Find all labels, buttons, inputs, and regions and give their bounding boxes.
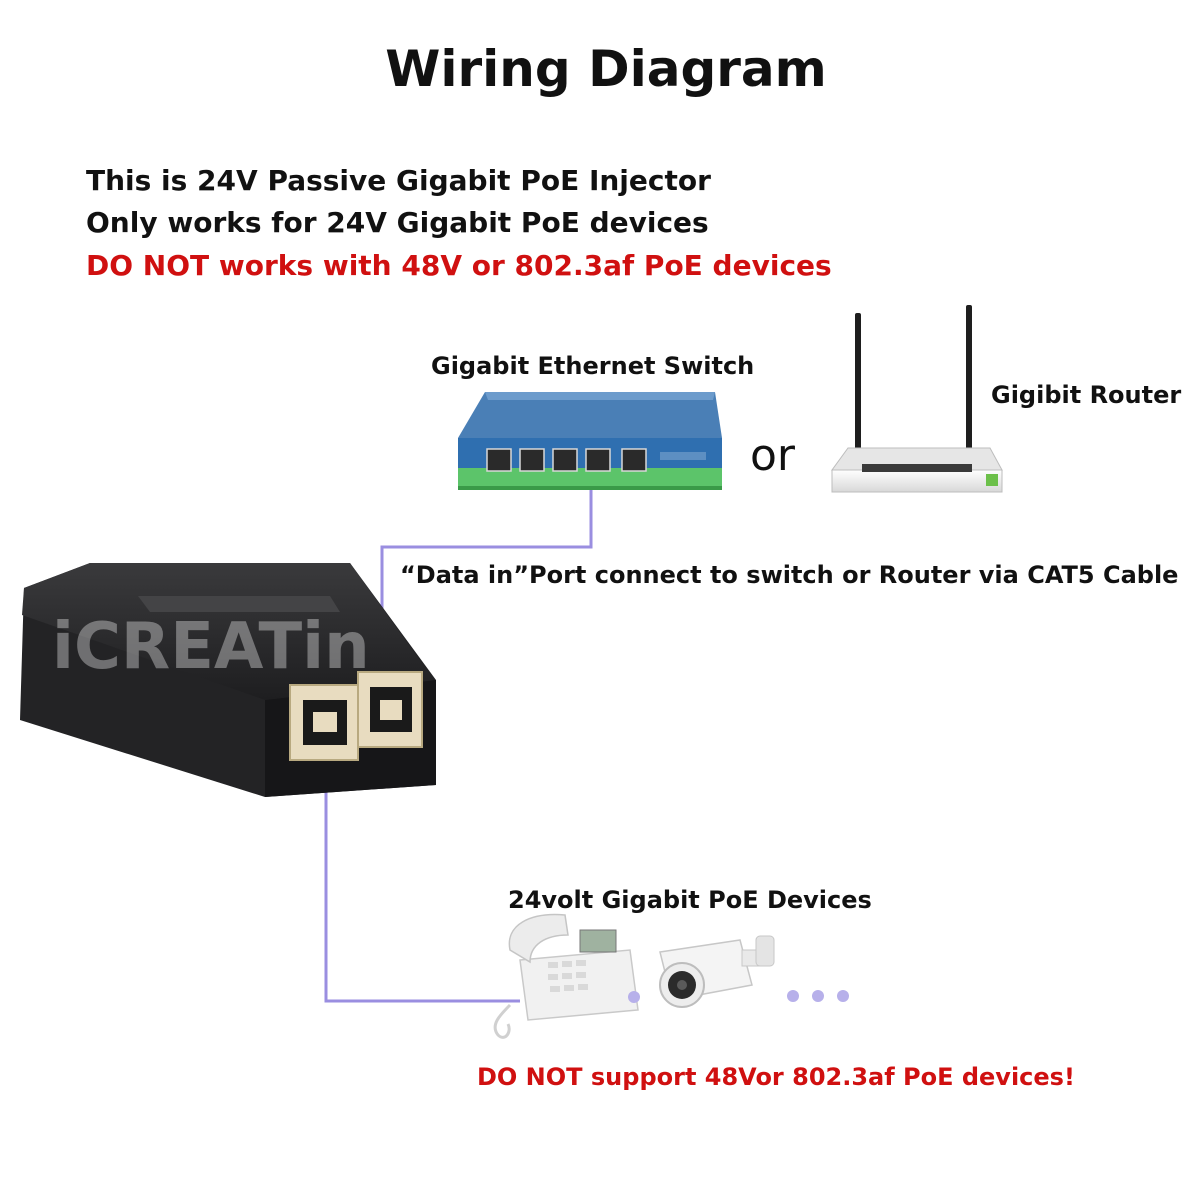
ellipsis-dot-2 <box>812 990 824 1002</box>
camera-icon <box>659 935 775 1008</box>
phone-icon <box>493 913 639 1039</box>
injector-watermark: iCREATin <box>52 610 370 684</box>
ethernet-switch-icon <box>458 392 722 490</box>
footer-warning: DO NOT support 48Vor 802.3af PoE devices… <box>477 1063 1075 1091</box>
page-title: Wiring Diagram <box>385 40 827 98</box>
ellipsis-dot-3 <box>837 990 849 1002</box>
poe-injector-icon <box>20 563 436 797</box>
data-in-note: “Data in”Port connect to switch or Route… <box>400 561 1179 589</box>
intro-warning: DO NOT works with 48V or 802.3af PoE dev… <box>86 249 832 282</box>
ellipsis-dot-1 <box>787 990 799 1002</box>
intro-line-1: This is 24V Passive Gigabit PoE Injector <box>86 164 711 197</box>
cable-injector-to-devices <box>324 745 520 1003</box>
router-icon <box>831 305 1003 493</box>
intro-line-2: Only works for 24V Gigabit PoE devices <box>86 206 709 239</box>
or-text: or <box>750 430 796 481</box>
switch-label: Gigabit Ethernet Switch <box>431 352 755 380</box>
separator-dot <box>628 991 640 1003</box>
router-label: Gigibit Router <box>991 381 1182 409</box>
devices-label: 24volt Gigabit PoE Devices <box>508 886 872 914</box>
